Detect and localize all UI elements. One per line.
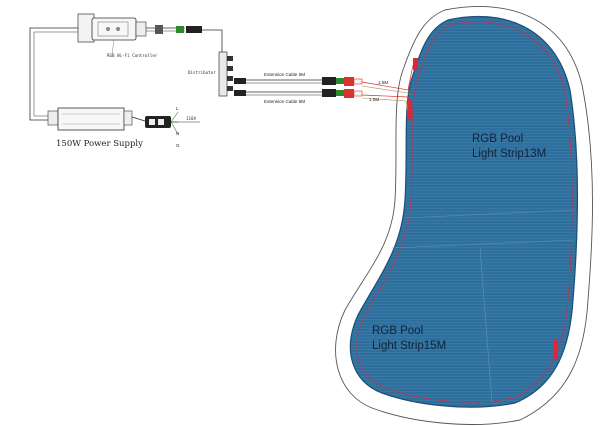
controller-to-psu-wire-2 — [33, 31, 82, 117]
power-supply — [47, 107, 146, 131]
terminal-n-label: N — [176, 131, 179, 136]
terminal-l-label: L — [176, 106, 179, 111]
strip-13-label-line1: RGB Pool — [472, 133, 523, 145]
pool-section-line — [479, 247, 493, 403]
strip-13-label-line2: Light Strip13M — [472, 148, 546, 160]
strip-entry-marker — [413, 58, 418, 70]
strip-15-label-line1: RGB Pool — [372, 325, 423, 337]
lead-bottom-label: 1.5M — [369, 97, 379, 102]
strip-entry-marker — [407, 100, 412, 120]
controller-label: RGB Wi-Fi Controller — [107, 53, 158, 58]
mains-plug — [145, 111, 200, 135]
distributor-label: Distributor — [188, 70, 216, 75]
red-connector-bottom — [344, 89, 363, 98]
terminal-g-label: G — [176, 143, 180, 148]
extension-cable-bottom — [234, 89, 344, 97]
extension-bottom-label: Extension Cable 5M — [264, 99, 305, 104]
controller-to-distributor-wire — [202, 29, 223, 52]
wifi-controller — [77, 13, 202, 43]
lead-top-label: 1.5M — [378, 80, 388, 85]
pool-section-line — [391, 239, 575, 249]
distributor — [218, 51, 233, 97]
lead-wire-top — [361, 64, 414, 91]
led-strip-line — [356, 21, 573, 403]
pool-section-line — [404, 209, 576, 219]
strip-15-label-line2: Light Strip15M — [372, 340, 446, 352]
strip-end-marker — [553, 340, 558, 360]
lead-wire-bottom-2 — [361, 97, 409, 111]
plug-voltage-label: 110V — [186, 116, 197, 121]
lead-wire-top-2 — [361, 85, 412, 96]
extension-top-label: Extension Cable 5M — [264, 72, 305, 77]
extension-cable-top — [234, 77, 344, 85]
controller-to-psu-wire — [29, 27, 80, 121]
controller-label-leader — [111, 39, 115, 55]
red-connector-top — [344, 77, 363, 86]
power-supply-label: 150W Power Supply — [56, 139, 143, 149]
lead-wire-bottom — [361, 94, 410, 106]
